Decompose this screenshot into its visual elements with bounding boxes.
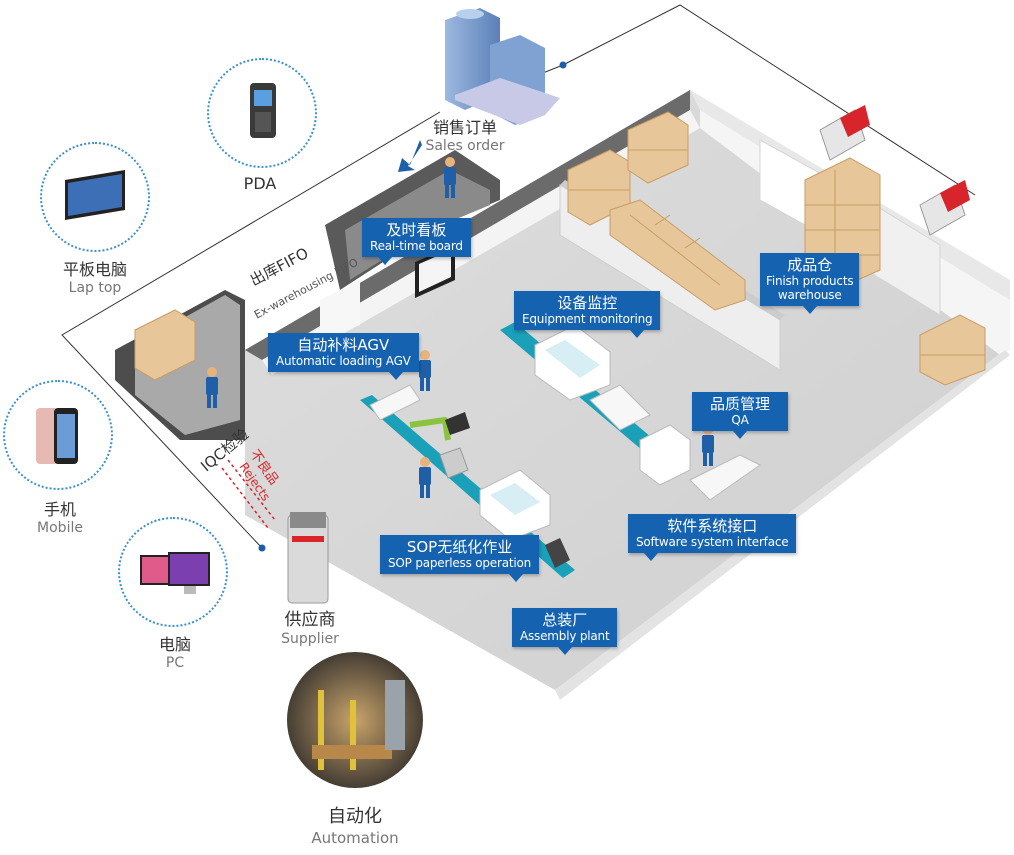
mobile-label: 手机 Mobile — [37, 500, 83, 536]
tag-automatic-loading-agv: 自动补料AGV Automatic loading AGV — [268, 333, 419, 381]
arrow-icon — [398, 140, 422, 172]
tag-assembly-plant: 总装厂 Assembly plant — [512, 608, 618, 656]
sales-order-label: 销售订单 Sales order — [425, 118, 505, 154]
automation-label: 自动化 Automation — [311, 806, 399, 847]
building-icon — [445, 8, 560, 125]
sop-line — [360, 384, 575, 578]
pda-circle — [207, 58, 317, 168]
supplier-label: 供应商 Supplier — [281, 610, 339, 648]
pda-label: PDA — [243, 174, 277, 193]
tablet-circle — [40, 142, 150, 252]
connector-dot — [258, 544, 266, 552]
worker-icon — [206, 157, 714, 498]
production-line — [500, 322, 761, 501]
truck-icon — [287, 512, 329, 604]
tag-qa: 品质管理 QA — [692, 392, 788, 440]
connector-dot — [559, 61, 567, 69]
tag-software-system-interface: 软件系统接口 Software system interface — [628, 514, 797, 562]
tag-finish-products-warehouse: 成品仓 Finish products warehouse — [760, 253, 860, 314]
automation-photo — [287, 652, 423, 788]
rejects-path — [221, 459, 276, 529]
monitor-board-icon — [415, 245, 455, 298]
pc-circle — [118, 517, 228, 627]
scanner-gate-icon — [819, 105, 970, 236]
tag-realtime-board: 及时看板 Real-time board — [362, 218, 471, 266]
pc-label: 电脑 PC — [158, 635, 191, 671]
mobile-circle — [3, 380, 113, 490]
tag-equipment-monitoring: 设备监控 Equipment monitoring — [514, 291, 661, 339]
tablet-label: 平板电脑 Lap top — [62, 260, 127, 296]
warehouse-boxes — [134, 111, 986, 386]
tag-sop-paperless-operation: SOP无纸化作业 SOP paperless operation — [380, 535, 540, 583]
